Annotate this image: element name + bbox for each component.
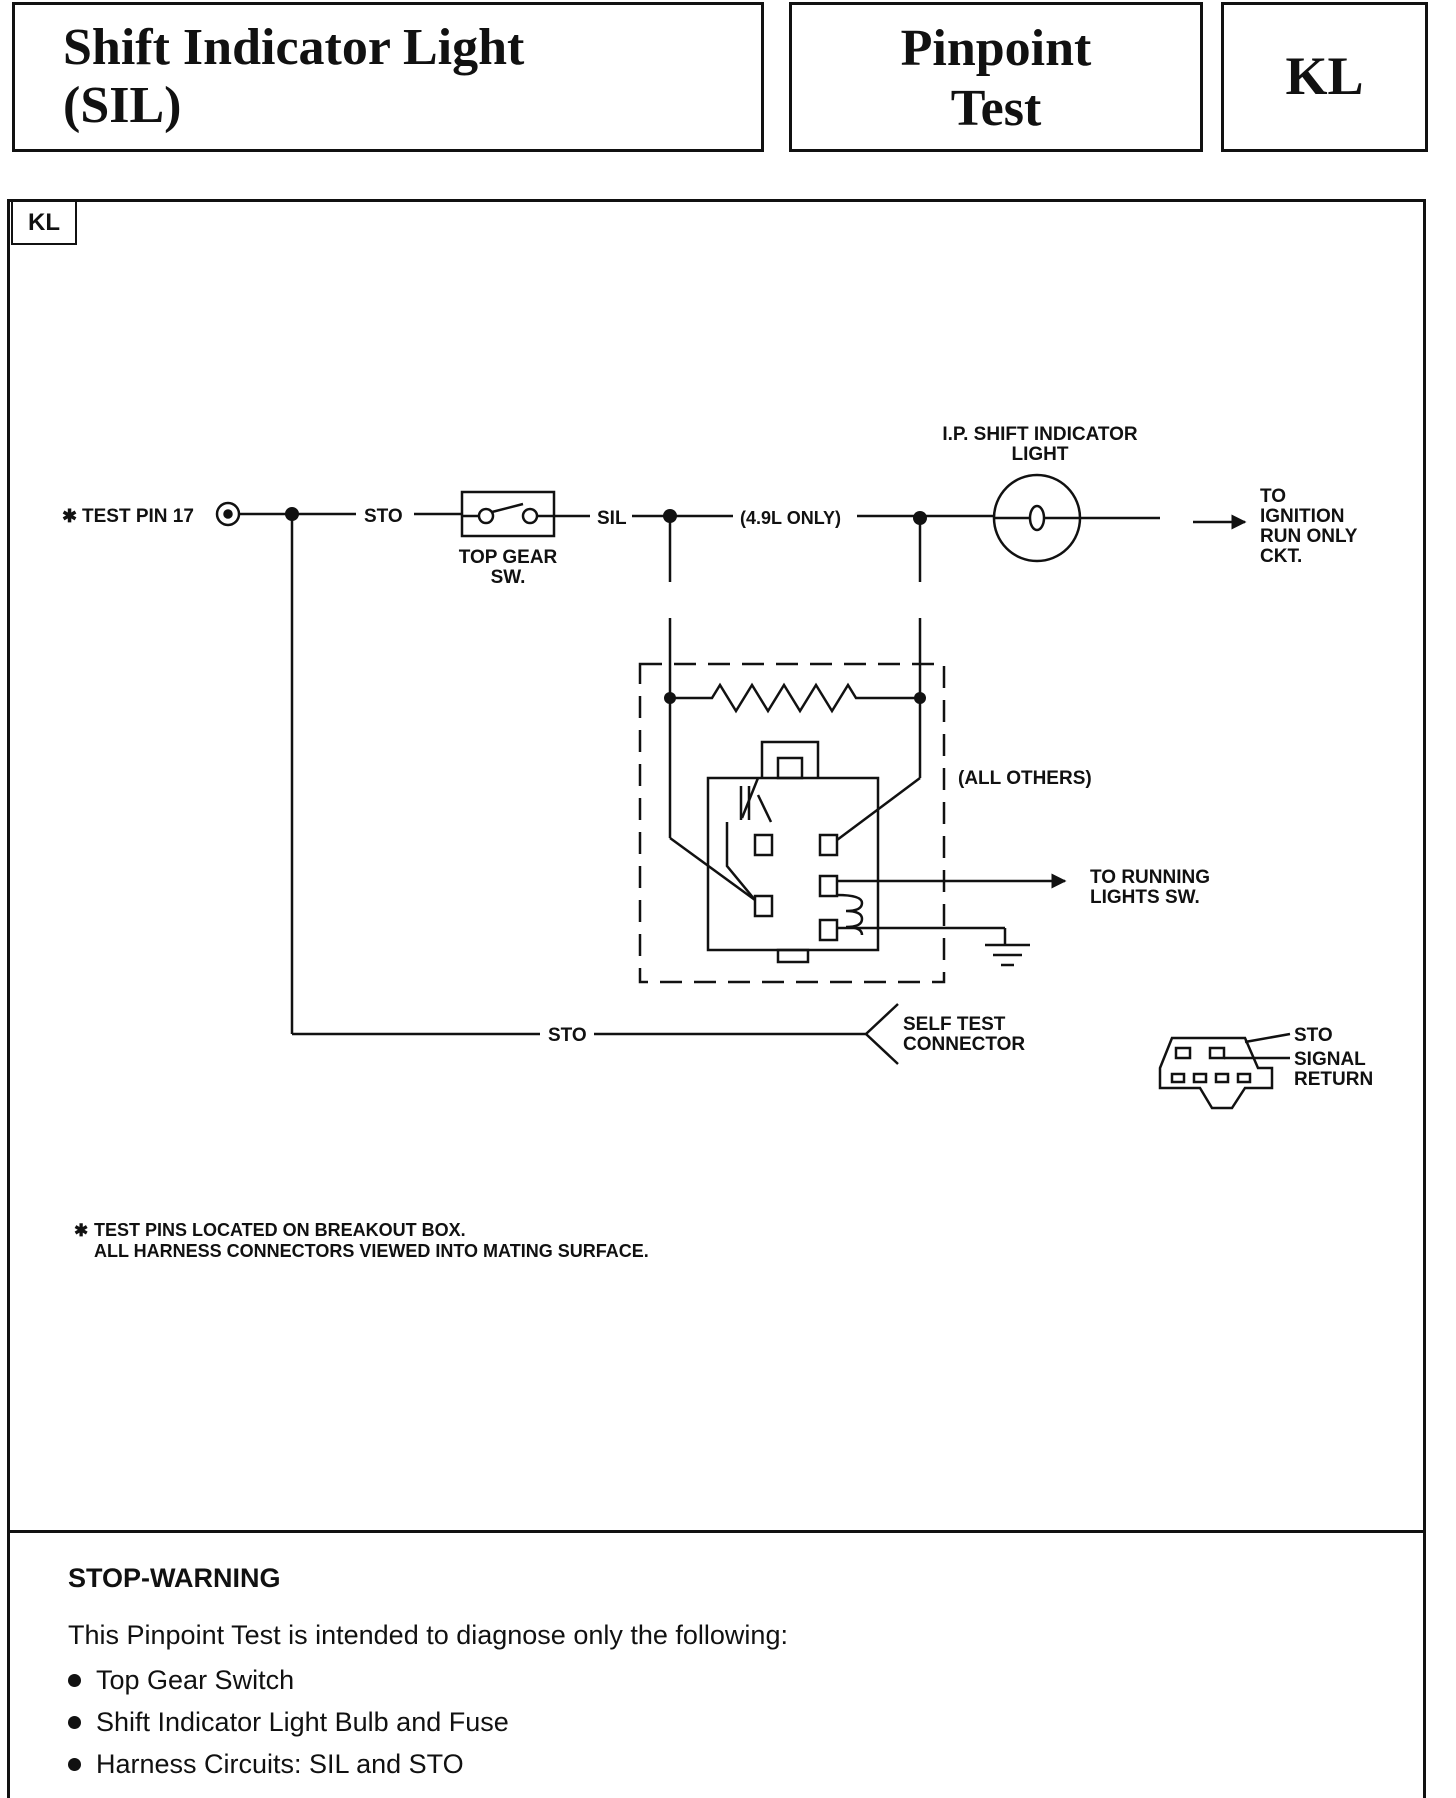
stop-warning-heading: STOP-WARNING: [68, 1563, 281, 1593]
note-line-1: TEST PINS LOCATED ON BREAKOUT BOX.: [94, 1220, 466, 1240]
to-ignition-label-4: CKT.: [1260, 546, 1302, 567]
bullet-icon: [68, 1758, 81, 1771]
list-item: Top Gear Switch: [68, 1665, 1368, 1695]
sil-module-box: [638, 662, 946, 984]
to-ignition-label-3: RUN ONLY: [1260, 526, 1358, 547]
relay-body: [706, 776, 880, 952]
test-type-box: Pinpoint Test: [789, 2, 1203, 152]
stop-warning-intro: This Pinpoint Test is intended to diagno…: [68, 1620, 788, 1650]
to-ignition-label-1: TO: [1260, 486, 1286, 507]
connector-return-label: RETURN: [1294, 1069, 1373, 1090]
test-code-box: KL: [1221, 2, 1428, 152]
diagram-panel: [7, 199, 1426, 1798]
self-test-label-1: SELF TEST: [903, 1014, 1006, 1035]
note-line-2: ALL HARNESS CONNECTORS VIEWED INTO MATIN…: [94, 1241, 649, 1261]
bullet-icon: [68, 1674, 81, 1687]
page-title: Shift Indicator Light (SIL): [12, 2, 764, 152]
title-line-2: (SIL): [63, 77, 182, 134]
test-pin-star: ✱: [62, 506, 77, 526]
sto-bottom-label: STO: [548, 1025, 587, 1046]
title-line-1: Shift Indicator Light: [63, 19, 525, 76]
stop-warning-list: Top Gear Switch Shift Indicator Light Bu…: [68, 1665, 1368, 1779]
list-item: Shift Indicator Light Bulb and Fuse: [68, 1707, 1368, 1737]
test-type-line-2: Test: [950, 80, 1042, 137]
connector-sto-label: STO: [1294, 1025, 1333, 1046]
all-others-label: (ALL OTHERS): [958, 768, 1092, 789]
top-gear-sw-label-1: TOP GEAR: [459, 547, 558, 568]
panel-tag: KL: [11, 200, 77, 245]
test-code: KL: [1285, 46, 1364, 106]
to-running-label-2: LIGHTS SW.: [1090, 887, 1200, 908]
test-type-line-1: Pinpoint: [900, 20, 1092, 77]
stop-warning-section: STOP-WARNING This Pinpoint Test is inten…: [68, 1563, 1368, 1791]
self-test-label-2: CONNECTOR: [903, 1034, 1025, 1055]
self-test-connector-symbol: [864, 1003, 899, 1065]
connector-signal-label: SIGNAL: [1294, 1049, 1366, 1070]
note-star: ✱: [74, 1221, 88, 1240]
section-divider: [7, 1530, 1426, 1533]
bullet-icon: [68, 1716, 81, 1729]
to-running-label-1: TO RUNNING: [1090, 867, 1210, 888]
sil-label: SIL: [597, 508, 627, 529]
list-item: Harness Circuits: SIL and STO: [68, 1749, 1368, 1779]
to-ignition-label-2: IGNITION: [1260, 506, 1344, 527]
only-49-label: (4.9L ONLY): [740, 508, 841, 528]
top-gear-switch: [460, 490, 556, 538]
test-pin-label: TEST PIN 17: [82, 506, 194, 527]
resistor-icon: [670, 682, 920, 714]
self-test-connector-icon: [1158, 1032, 1291, 1110]
sto-top-label: STO: [364, 506, 403, 527]
ip-light-label-2: LIGHT: [1012, 444, 1069, 465]
ip-light-label-1: I.P. SHIFT INDICATOR: [942, 424, 1138, 445]
top-gear-sw-label-2: SW.: [491, 567, 526, 588]
